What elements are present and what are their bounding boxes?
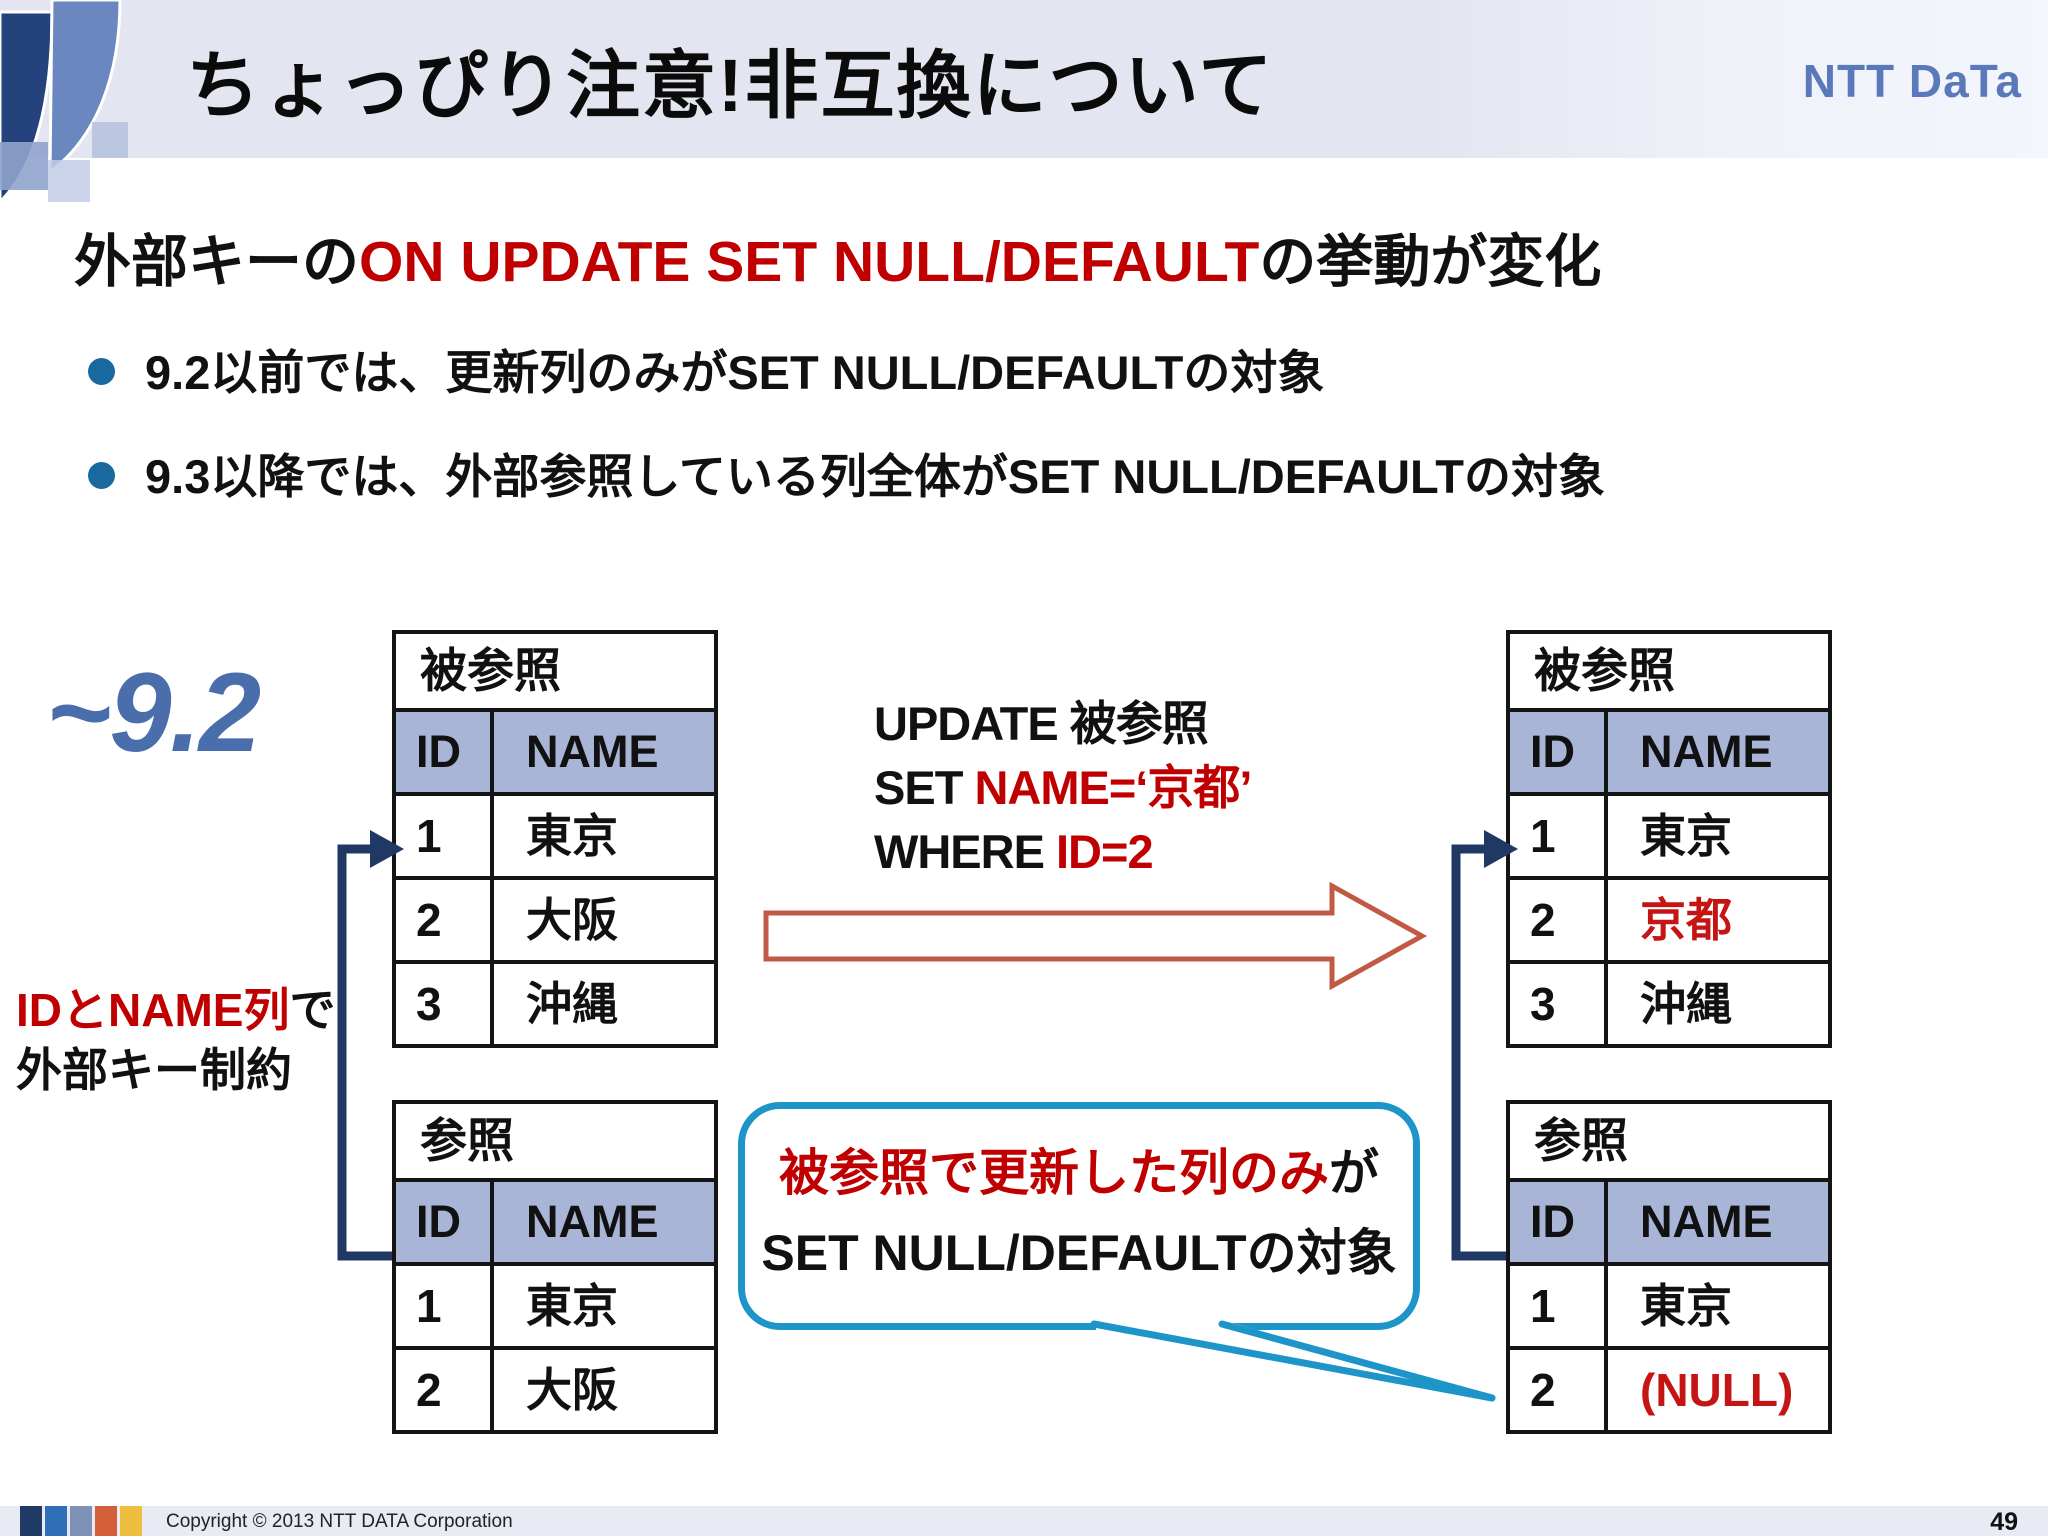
- bubble-tail-edge: [1090, 1320, 1496, 1402]
- table-row: 2 京都: [1510, 876, 1828, 960]
- bullet-item-92: 9.2以前では、更新列のみがSET NULL/DEFAULTの対象: [88, 334, 1324, 403]
- sql-line-1: UPDATE 被参照: [874, 697, 1209, 750]
- column-header-name: NAME: [1640, 1196, 1773, 1247]
- table-before-referenced: 被参照 ID NAME 1 東京 2 大阪 3 沖縄: [392, 630, 718, 1048]
- cell-name: 大阪: [526, 1364, 618, 1416]
- cell-name: 東京: [526, 810, 618, 862]
- sql-where-value: ID=2: [1056, 825, 1154, 878]
- table-header-row: ID NAME: [396, 708, 714, 792]
- fk-note-line2: 外部キー制約: [16, 1044, 292, 1096]
- sql-set-value: NAME=‘京都’: [974, 761, 1252, 814]
- cell-id: 3: [1510, 964, 1608, 1044]
- bubble-tail-icon: [1094, 1320, 1492, 1398]
- header-band: ちょっぴり注意!非互換について NTT DaTa: [0, 0, 2048, 205]
- bullet-dot-icon: [88, 358, 115, 386]
- table-row: 1 東京: [396, 792, 714, 876]
- page-title: ちょっぴり注意!非互換について: [186, 44, 1275, 127]
- table-row: 2 (NULL): [1510, 1346, 1828, 1430]
- column-header-name: NAME: [526, 1196, 659, 1247]
- version-label: ~9.2: [46, 650, 261, 775]
- footer-square-orange-icon: [95, 1506, 117, 1536]
- column-header-id: ID: [1510, 712, 1608, 792]
- cell-id: 2: [396, 880, 494, 960]
- bullet-text: 9.2以前では、更新列のみがSET NULL/DEFAULTの対象: [145, 346, 1325, 399]
- fk-constraint-note: IDとNAME列で 外部キー制約: [16, 980, 335, 1100]
- sql-statement: UPDATE 被参照 SET NAME=‘京都’ WHERE ID=2: [874, 692, 1252, 884]
- cell-id: 1: [1510, 796, 1608, 876]
- copyright-text: Copyright © 2013 NTT DATA Corporation: [166, 1511, 513, 1532]
- cell-name: 沖縄: [1640, 978, 1732, 1030]
- bubble-emphasis: 被参照で更新した列のみ: [779, 1145, 1329, 1201]
- table-row: 2 大阪: [396, 876, 714, 960]
- bubble-particle: が: [1329, 1145, 1379, 1201]
- heading-red: ON UPDATE SET NULL/DEFAULT: [359, 230, 1260, 294]
- cell-id: 1: [396, 796, 494, 876]
- cell-name: 東京: [1640, 1280, 1732, 1332]
- column-header-name: NAME: [526, 726, 659, 777]
- table-row: 1 東京: [1510, 1262, 1828, 1346]
- heading-black1: 外部キーの: [74, 230, 359, 294]
- fk-note-columns: IDとNAME列: [16, 984, 290, 1036]
- footer-square-blue-icon: [45, 1506, 67, 1536]
- cell-name: 東京: [526, 1280, 618, 1332]
- table-title: 被参照: [420, 644, 561, 697]
- footer-square-navy-icon: [20, 1506, 42, 1536]
- slide-corner-decoration-icon: [0, 0, 128, 205]
- cell-name: 沖縄: [526, 978, 618, 1030]
- table-after-referencing: 参照 ID NAME 1 東京 2 (NULL): [1506, 1100, 1832, 1434]
- heading-black2: の挙動が変化: [1259, 230, 1602, 294]
- cell-name: 大阪: [526, 894, 618, 946]
- footer-square-yellow-icon: [120, 1506, 142, 1536]
- table-title: 参照: [1534, 1114, 1628, 1167]
- cell-id: 2: [1510, 1350, 1608, 1430]
- table-before-referencing: 参照 ID NAME 1 東京 2 大阪: [392, 1100, 718, 1434]
- bullet-text: 9.3以降では、外部参照している列全体がSET NULL/DEFAULTの対象: [145, 450, 1605, 503]
- sql-keyword: SET: [874, 761, 975, 814]
- callout-bubble: 被参照で更新した列のみが SET NULL/DEFAULTの対象: [738, 1102, 1420, 1330]
- column-header-id: ID: [396, 1182, 494, 1262]
- cell-id: 2: [396, 1350, 494, 1430]
- table-row: 3 沖縄: [396, 960, 714, 1044]
- table-row: 2 大阪: [396, 1346, 714, 1430]
- table-after-referenced: 被参照 ID NAME 1 東京 2 京都 3 沖縄: [1506, 630, 1832, 1048]
- fk-note-particle: で: [289, 984, 336, 1036]
- fk-connector-right-icon: [1451, 844, 1506, 1261]
- table-row: 3 沖縄: [1510, 960, 1828, 1044]
- column-header-name: NAME: [1640, 726, 1773, 777]
- column-header-id: ID: [396, 712, 494, 792]
- cell-id: 3: [396, 964, 494, 1044]
- cell-name: 東京: [1640, 810, 1732, 862]
- cell-id: 1: [1510, 1266, 1608, 1346]
- bullet-dot-icon: [88, 462, 115, 490]
- table-row: 1 東京: [396, 1262, 714, 1346]
- ntt-data-logo: NTT DaTa: [1802, 55, 2022, 107]
- bubble-tail-edge: [1218, 1320, 1496, 1402]
- bullet-item-93: 9.3以降では、外部参照している列全体がSET NULL/DEFAULTの対象: [88, 438, 1605, 507]
- sql-line-2: SET NAME=‘京都’: [874, 756, 1252, 820]
- page-number: 49: [1990, 1508, 2018, 1536]
- footer-square-slate-icon: [70, 1506, 92, 1536]
- fk-connector-left-icon: [337, 844, 392, 1261]
- cell-name-updated: 京都: [1640, 894, 1732, 946]
- column-header-id: ID: [1510, 1182, 1608, 1262]
- table-row: 1 東京: [1510, 792, 1828, 876]
- sql-keyword: WHERE: [874, 825, 1056, 878]
- cell-name-null: (NULL): [1640, 1364, 1794, 1416]
- cell-id: 2: [1510, 880, 1608, 960]
- sql-line-3: WHERE ID=2: [874, 820, 1251, 884]
- bubble-line2: SET NULL/DEFAULTの対象: [761, 1225, 1397, 1281]
- section-heading: 外部キーのON UPDATE SET NULL/DEFAULTの挙動が変化: [74, 216, 1601, 298]
- update-arrow-icon: [763, 881, 1428, 991]
- table-title: 参照: [420, 1114, 514, 1167]
- cell-id: 1: [396, 1266, 494, 1346]
- footer-bar: Copyright © 2013 NTT DATA Corporation 49: [0, 1506, 2048, 1536]
- table-header-row: ID NAME: [1510, 708, 1828, 792]
- table-header-row: ID NAME: [1510, 1178, 1828, 1262]
- table-title: 被参照: [1534, 644, 1675, 697]
- table-header-row: ID NAME: [396, 1178, 714, 1262]
